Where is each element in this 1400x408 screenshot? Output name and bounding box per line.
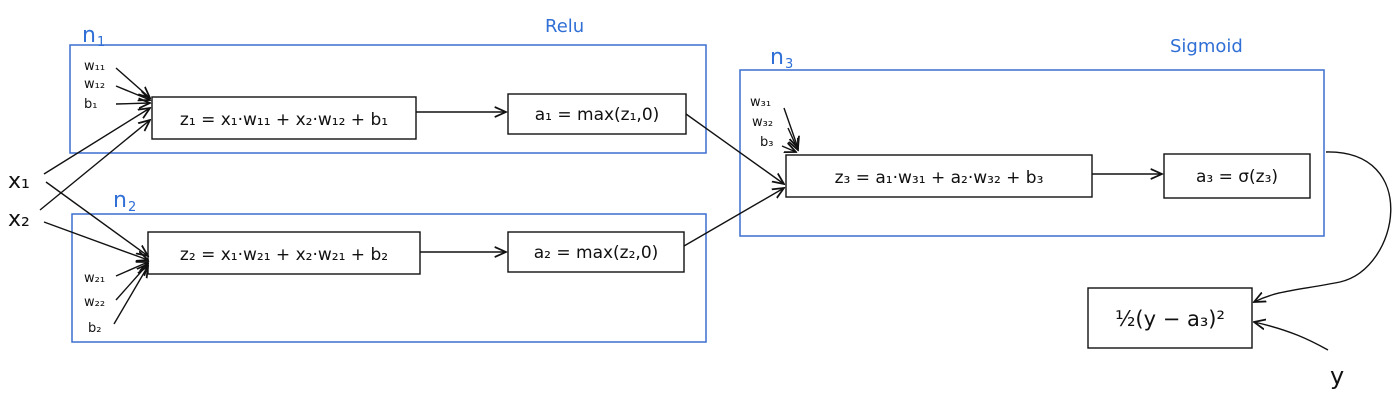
x1-to-n1-arrow [43, 108, 150, 175]
n1-a-expression: a₁ = max(z₁,0) [535, 105, 660, 125]
neuron-n3-box [739, 69, 1325, 237]
neuron-n2-index: 2 [128, 200, 136, 215]
neuron-n3-name: n [770, 45, 784, 70]
n2-z-expression: z₂ = x₁·w₂₁ + x₂·w₂₁ + b₂ [180, 245, 388, 265]
n3-w31-arrow [783, 107, 798, 148]
n3-weight-2-label: w₃₂ [752, 115, 773, 130]
neuron-n3-index: 3 [785, 57, 793, 72]
loss-expression: ½(y − a₃)² [1115, 307, 1225, 331]
neuron-n2-box [71, 213, 707, 343]
n1-b1-arrow [115, 103, 150, 104]
loss-group: ½(y − a₃)² y [1087, 151, 1392, 390]
a2-to-n3-arrow [683, 188, 784, 247]
n1-z-box [151, 96, 417, 140]
input-x2-label: x₂ [8, 207, 30, 232]
neuron-n1-group: n 1 Relu w₁₁ w₁₂ b₁ z₁ = x₁·w₁₁ + x₂·w₁₂… [69, 16, 707, 154]
n1-weight-1-label: w₁₁ [84, 59, 105, 74]
neuron-n2-name: n [113, 188, 127, 213]
n2-weight-1-label: w₂₁ [84, 271, 105, 286]
n1-weight-2-label: w₁₂ [84, 77, 105, 92]
n3-bias-label: b₃ [760, 135, 773, 150]
n3-b3-arrow [781, 146, 796, 152]
n1-a-box [507, 93, 687, 135]
n3-z-expression: z₃ = a₁·w₃₁ + a₂·w₃₂ + b₃ [835, 168, 1044, 188]
n2-bias-label: b₂ [88, 321, 101, 336]
y-to-loss-arrow [1254, 322, 1329, 351]
inputs-group: x₁ x₂ [8, 108, 150, 260]
neuron-n1-name: n [82, 23, 96, 48]
n2-weight-2-label: w₂₂ [84, 295, 105, 310]
neuron-n3-group: n 3 Sigmoid w₃₁ w₃₂ b₃ z₃ = a₁·w₃₁ + a₂·… [739, 36, 1325, 237]
neuron-n1-index: 1 [97, 35, 105, 50]
loss-box [1087, 287, 1253, 349]
x2-to-n2-arrow [43, 221, 148, 260]
target-y-label: y [1330, 362, 1344, 390]
neuron-n1-activation: Relu [545, 16, 584, 37]
n1-bias-label: b₁ [84, 97, 97, 112]
n1-z-expression: z₁ = x₁·w₁₁ + x₂·w₁₂ + b₁ [180, 110, 388, 130]
neuron-n1-box [69, 44, 707, 154]
n2-a-box [507, 231, 685, 273]
n3-z-box [785, 154, 1093, 198]
n3-w32-arrow [787, 127, 798, 150]
a3-to-loss-arrow [1254, 151, 1392, 302]
x2-to-n1-arrow [39, 120, 150, 211]
n3-weight-1-label: w₃₁ [750, 95, 771, 110]
a1-to-n3-arrow [685, 113, 784, 184]
n3-a-box [1163, 153, 1311, 199]
n2-b2-arrow [113, 266, 148, 325]
n3-a-expression: a₃ = σ(z₃) [1196, 167, 1278, 187]
neuron-n3-activation: Sigmoid [1170, 36, 1243, 57]
input-x1-label: x₁ [8, 169, 30, 194]
n2-a-expression: a₂ = max(z₂,0) [534, 243, 659, 263]
x1-to-n2-arrow [45, 181, 148, 256]
neuron-n2-group: n 2 z₂ = x₁·w₂₁ + x₂·w₂₁ + b₂ a₂ = max(z… [71, 188, 707, 343]
